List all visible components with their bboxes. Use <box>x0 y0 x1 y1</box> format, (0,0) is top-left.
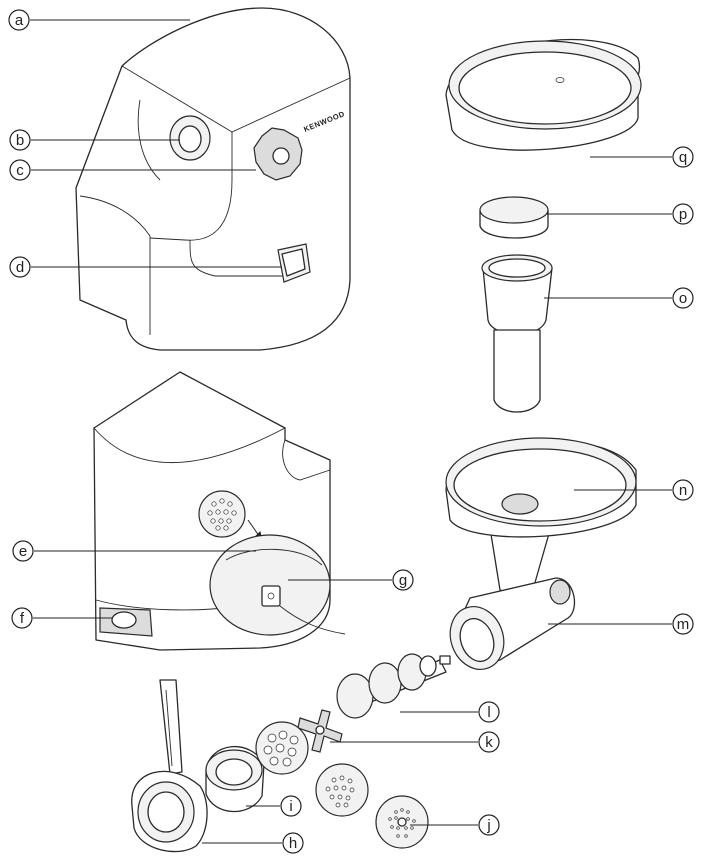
svg-text:d: d <box>16 259 24 276</box>
feed-outlet <box>170 116 210 160</box>
pusher-cap <box>480 197 548 238</box>
svg-text:n: n <box>679 482 687 499</box>
mincer-body <box>442 438 636 677</box>
feed-screw <box>337 654 450 718</box>
callout-m: m <box>673 614 693 634</box>
callout-e: e <box>13 541 33 561</box>
callout-k: k <box>479 732 499 752</box>
svg-text:k: k <box>485 734 493 751</box>
motor-unit-rear <box>94 372 345 650</box>
svg-text:a: a <box>15 12 24 29</box>
callout-q: q <box>673 147 693 167</box>
callout-p: p <box>673 204 693 224</box>
svg-text:q: q <box>679 149 687 166</box>
svg-text:b: b <box>16 132 24 149</box>
svg-text:l: l <box>487 704 490 721</box>
callout-g: g <box>393 570 413 590</box>
food-tray <box>446 40 641 151</box>
callout-i: i <box>281 796 301 816</box>
svg-text:g: g <box>399 572 407 589</box>
callout-l: l <box>479 702 499 722</box>
coarse-screen <box>256 722 308 774</box>
svg-text:e: e <box>19 543 27 560</box>
spanner <box>132 680 207 852</box>
callout-n: n <box>673 480 693 500</box>
callout-j: j <box>479 815 499 835</box>
callout-b: b <box>10 130 30 150</box>
svg-text:j: j <box>486 817 490 834</box>
svg-text:m: m <box>677 616 690 633</box>
callout-c: c <box>10 160 30 180</box>
food-pusher <box>482 255 552 412</box>
svg-text:p: p <box>679 206 687 223</box>
callout-f: f <box>12 608 32 628</box>
stored-screen <box>199 491 245 537</box>
callout-d: d <box>10 257 30 277</box>
ring-nut <box>206 747 264 812</box>
callout-a: a <box>9 10 29 30</box>
motor-unit-front: KENWOOD <box>76 8 350 350</box>
svg-text:o: o <box>679 290 687 307</box>
callout-o: o <box>673 288 693 308</box>
svg-text:i: i <box>289 798 292 815</box>
callout-h: h <box>283 833 303 853</box>
cord-storage <box>100 608 152 636</box>
svg-text:h: h <box>289 835 297 852</box>
medium-screen <box>316 764 368 816</box>
fine-screen <box>376 796 428 848</box>
svg-text:c: c <box>16 162 24 179</box>
